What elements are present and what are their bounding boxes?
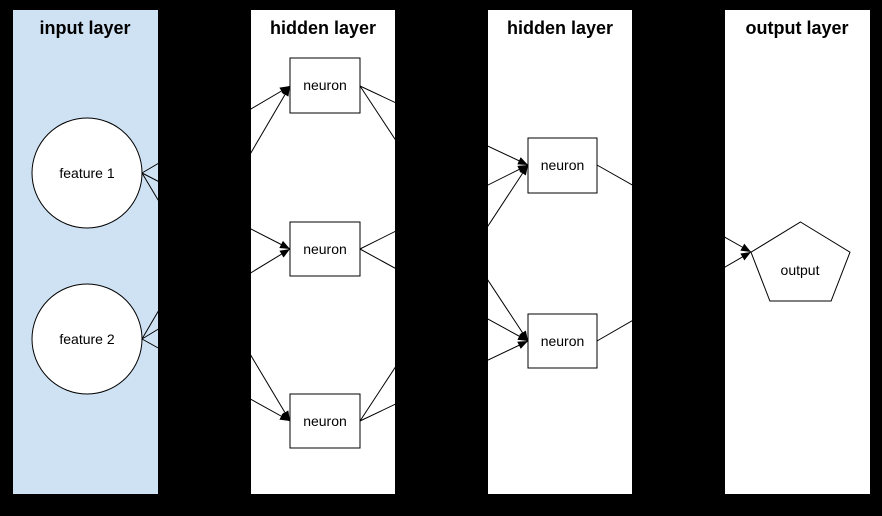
hidden1-neuron-1-label: neuron <box>303 77 347 93</box>
feature-2-node <box>31 283 143 395</box>
output-label: output <box>781 262 820 278</box>
feature-1-label: feature 1 <box>59 165 114 181</box>
hidden-layer-1-title: hidden layer <box>270 18 376 38</box>
hidden1-neuron-3-label: neuron <box>303 413 347 429</box>
input-layer-title: input layer <box>39 18 130 38</box>
output-layer-title: output layer <box>745 18 848 38</box>
feature-2-label: feature 2 <box>59 331 114 347</box>
hidden2-neuron-2-label: neuron <box>541 333 585 349</box>
hidden2-neuron-1-label: neuron <box>541 157 585 173</box>
hidden1-neuron-3-node <box>289 393 361 449</box>
hidden1-neuron-2-label: neuron <box>303 241 347 257</box>
hidden2-neuron-1-node <box>527 137 598 194</box>
hidden2-neuron-2-node <box>527 313 598 369</box>
hidden-layer-2-panel <box>488 10 632 494</box>
feature-1-node <box>31 117 143 229</box>
hidden1-neuron-1-node <box>289 57 361 114</box>
hidden-layer-2-title: hidden layer <box>507 18 613 38</box>
output-node <box>750 221 851 302</box>
hidden1-neuron-2-node <box>289 221 361 277</box>
input-layer-panel <box>13 10 158 494</box>
